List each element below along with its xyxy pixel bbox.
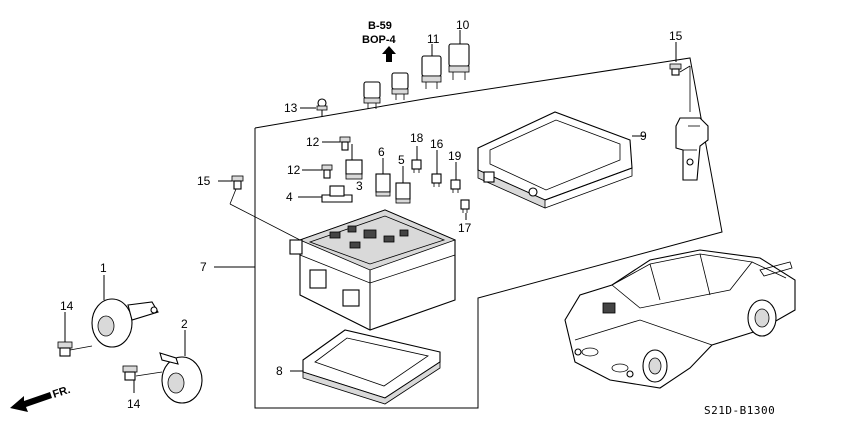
cover-9 (477, 111, 646, 209)
bolt-15-right (669, 42, 691, 112)
callout-15-right: 15 (669, 29, 683, 43)
bolt-12-upper (322, 136, 351, 151)
callout-10: 10 (456, 18, 470, 32)
assembly-boundary (254, 57, 723, 409)
car-illustration (564, 249, 796, 389)
diagram-code: S21D-B1300 (704, 404, 775, 417)
callout-5: 5 (398, 153, 405, 167)
callout-6: 6 (378, 145, 385, 159)
callout-3: 3 (356, 179, 363, 193)
bolt-12-lower (302, 164, 333, 179)
front-direction: FR. (10, 384, 72, 412)
relay-6 (375, 158, 391, 197)
relay-11 (421, 44, 442, 89)
bracket-4 (298, 185, 353, 203)
bracket (675, 117, 709, 181)
horn-2 (159, 330, 203, 404)
callout-9: 9 (640, 129, 647, 143)
bolt-15-left (218, 175, 301, 241)
fuse-17 (460, 199, 470, 220)
horn-1 (91, 275, 159, 348)
callout-14-left: 14 (60, 299, 74, 313)
relay-10 (448, 30, 470, 80)
callout-15-left: 15 (197, 174, 211, 188)
callout-12-upper: 12 (306, 135, 320, 149)
up-arrow-icon (382, 46, 396, 62)
bolt-14-right (122, 365, 163, 393)
callout-19: 19 (448, 149, 462, 163)
bolt-14-left (57, 312, 93, 357)
callout-12-lower: 12 (287, 163, 301, 177)
callout-labels: 10 11 15 13 12 18 9 6 16 19 5 12 15 3 4 … (60, 18, 683, 411)
tray-8 (290, 329, 441, 405)
front-label: FR. (51, 384, 72, 401)
reference-line2: BOP-4 (362, 34, 397, 46)
bolt-13 (300, 98, 328, 117)
callout-18: 18 (410, 131, 424, 145)
relay-small-a (391, 72, 409, 100)
callout-2: 2 (181, 317, 188, 331)
callout-7: 7 (200, 260, 207, 274)
callout-13: 13 (284, 101, 298, 115)
relay-small-b (363, 81, 381, 109)
relay-5 (395, 166, 411, 204)
callout-16: 16 (430, 137, 444, 151)
callout-11: 11 (427, 32, 440, 46)
callout-1: 1 (100, 261, 107, 275)
callout-4: 4 (286, 190, 293, 204)
reference-line1: B-59 (368, 20, 392, 32)
front-arrow-icon (10, 392, 52, 412)
fuse-16 (431, 150, 442, 187)
callout-17: 17 (458, 221, 472, 235)
fuse-box-7 (214, 209, 457, 331)
callout-14-right: 14 (127, 397, 141, 411)
fuse-18 (411, 146, 422, 173)
fuse-19 (450, 162, 461, 193)
reference-group: B-59 BOP-4 (362, 20, 397, 62)
fuse-holder-3 (345, 144, 363, 180)
callout-8: 8 (276, 364, 283, 378)
